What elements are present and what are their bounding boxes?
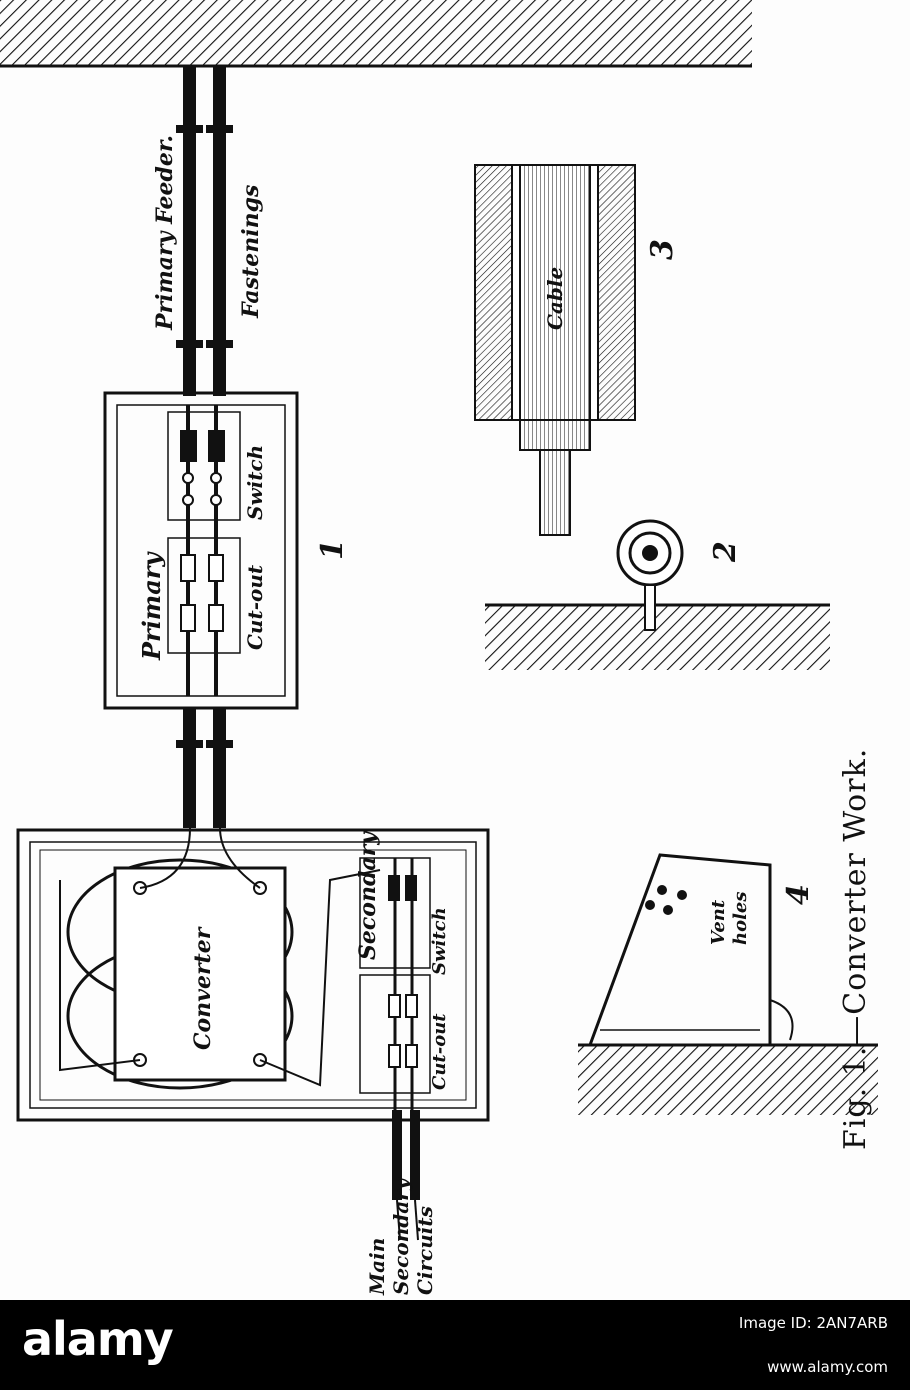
connecting-cables [176, 708, 233, 828]
ceiling-hatching [0, 0, 752, 66]
detail-2-insulator [485, 519, 830, 670]
label-number-4: 4 [781, 884, 816, 905]
primary-feeder-cables [176, 66, 233, 396]
image-id-text: Image ID: 2AN7ARB [738, 1314, 888, 1332]
label-number-2: 2 [708, 541, 743, 563]
label-number-3: 3 [645, 239, 680, 260]
figure-area: Primary Feeder. Fastenings Primary Switc… [0, 0, 878, 1296]
brand-logo: alamy [22, 1312, 174, 1366]
secondary-circuit-cables [392, 1110, 420, 1241]
label-cutout-primary: Cut-out [243, 564, 267, 650]
label-secondary-circuits-2: Circuits [413, 1206, 437, 1295]
label-main: Main [365, 1238, 389, 1296]
converter-box [16, 827, 490, 1122]
label-primary-feeder: Primary Feeder. [152, 135, 178, 331]
stock-footer: alamy Image ID: 2AN7ARB www.alamy.com [0, 1300, 910, 1390]
label-secondary: Secondary [355, 830, 381, 960]
label-switch-secondary: Switch [429, 907, 450, 975]
detail-3-cable-section [474, 164, 636, 536]
converter-diagram: Primary Feeder. Fastenings Primary Switc… [0, 0, 878, 1296]
label-secondary-circuits-1: Secondary [389, 1177, 413, 1295]
label-holes: holes [730, 891, 751, 945]
label-vent: Vent [708, 899, 729, 945]
label-fastenings: Fastenings [238, 185, 264, 319]
label-number-1: 1 [315, 539, 350, 560]
label-cable: Cable [543, 267, 567, 330]
site-url-text: www.alamy.com [767, 1358, 888, 1376]
label-primary: Primary [137, 551, 166, 661]
label-converter: Converter [190, 926, 216, 1050]
primary-switch-box [103, 391, 299, 710]
label-cutout-secondary: Cut-out [429, 1013, 450, 1090]
figure-caption: Fig. 1.—Converter Work. [838, 748, 873, 1150]
label-switch-primary: Switch [243, 445, 267, 520]
detail-4-vent-box [578, 853, 878, 1115]
